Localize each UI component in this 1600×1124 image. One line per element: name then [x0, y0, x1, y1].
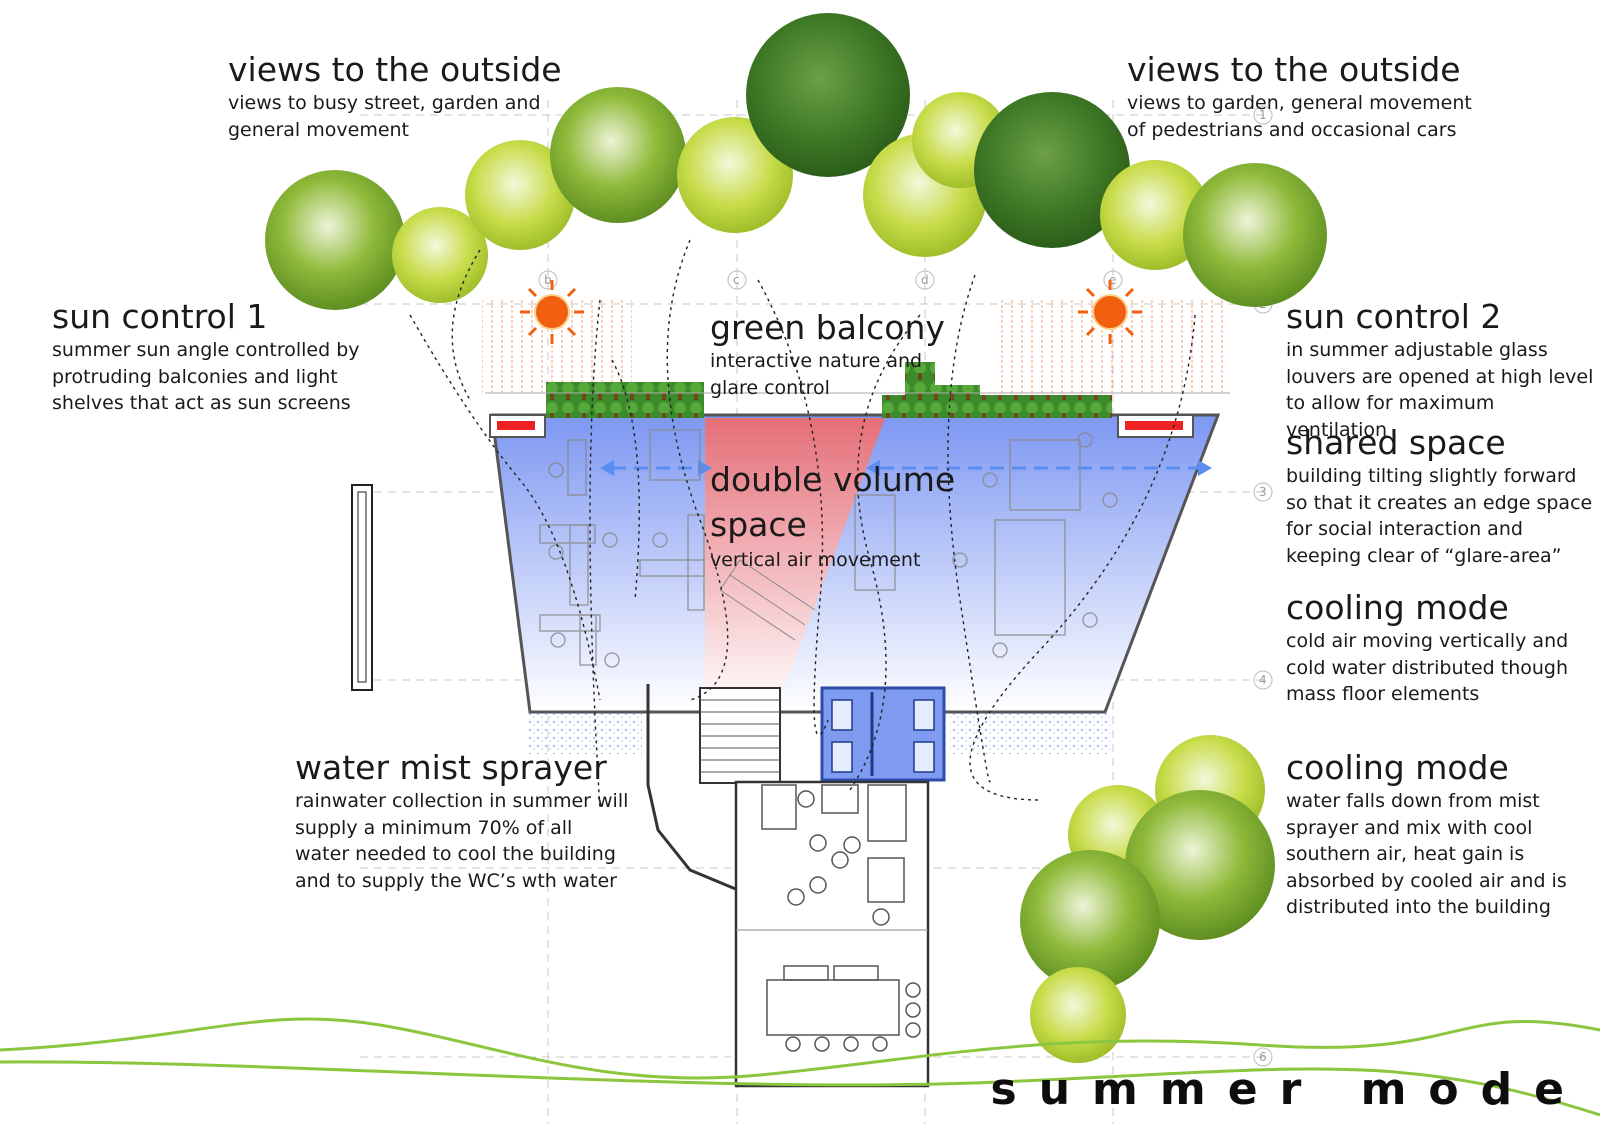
annotation-views-left: views to the outside views to busy stree… [228, 50, 562, 143]
sun-icon-right [1078, 280, 1142, 344]
window-panel-left [351, 484, 373, 691]
annotation-body: interactive nature and glare control [710, 350, 923, 399]
annotation-heading: sun control 1 [52, 297, 268, 336]
green-balcony-left [546, 382, 704, 418]
grid-tag-e: e [1109, 273, 1116, 287]
annotation-body: views to busy street, garden and general… [228, 92, 541, 141]
annotation-sun-control-1: sun control 1 summer sun angle controlle… [52, 297, 360, 417]
tree [1100, 160, 1210, 270]
grid-tag-b: b [544, 273, 552, 287]
annotation-body: water falls down from mist sprayer and m… [1286, 790, 1567, 918]
tree [746, 13, 910, 177]
annotation-cooling-mode-2: cooling mode water falls down from mist … [1286, 748, 1567, 921]
ground-wave-line [0, 1017, 1600, 1080]
annotation-sun-control-2: sun control 2 in summer adjustable glass… [1286, 297, 1600, 443]
tree [974, 92, 1130, 248]
grid-tag-1: 1 [1259, 108, 1267, 122]
tree [465, 140, 575, 250]
double-volume-void [705, 418, 885, 712]
grid-tag-6: 6 [1259, 1050, 1267, 1064]
annotation-cooling-mode-1: cooling mode cold air moving vertically … [1286, 588, 1568, 708]
annotation-body: building tilting slightly forward so tha… [1286, 465, 1593, 567]
mist-spray-right [950, 712, 1110, 754]
grid-tag-4: 4 [1259, 673, 1267, 687]
grid-tag-d: d [921, 273, 929, 287]
tree [265, 170, 405, 310]
air-movement-paths [409, 239, 1196, 811]
tree [1020, 850, 1160, 990]
annotation-water-mist-sprayer: water mist sprayer rainwater collection … [295, 748, 628, 894]
grid-tag-3: 3 [1259, 485, 1267, 499]
mist-spray-left [527, 712, 642, 754]
annotation-heading: sun control 2 [1286, 297, 1502, 336]
grid-tag-c: c [733, 273, 740, 287]
annotation-heading: views to the outside [228, 50, 562, 89]
office-furniture [539, 429, 1118, 668]
annotation-heading: green balcony [710, 308, 945, 347]
tree [1125, 790, 1275, 940]
green-balcony-right [882, 362, 1112, 418]
tree [1183, 163, 1327, 307]
annotation-body: views to garden, general movement of ped… [1127, 92, 1472, 141]
annotation-body: cold air moving vertically and cold wate… [1286, 630, 1569, 705]
ground-floor-outline [734, 780, 930, 1088]
tree-cluster-bottom-right [1020, 735, 1275, 1063]
internal-stair [719, 559, 816, 641]
curved-wall [646, 684, 739, 892]
annotation-heading: cooling mode [1286, 748, 1509, 787]
tree [392, 207, 488, 303]
annotation-heading: views to the outside [1127, 50, 1461, 89]
annotation-double-volume: double volume space vertical air movemen… [710, 457, 955, 574]
tree-canopy-row [265, 13, 1327, 310]
annotation-views-right: views to the outside views to garden, ge… [1127, 50, 1472, 143]
tree [550, 87, 686, 223]
annotation-shared-space: shared space building tilting slightly f… [1286, 423, 1592, 569]
ground-wave-line-2 [0, 1060, 1600, 1117]
annotation-green-balcony: green balcony interactive nature and gla… [710, 308, 945, 401]
annotation-heading: water mist sprayer [295, 748, 607, 787]
annotation-body: rainwater collection in summer will supp… [295, 790, 629, 892]
page-title: summer mode [990, 1064, 1586, 1115]
annotation-body: in summer adjustable glass louvers are o… [1286, 339, 1594, 441]
annotation-heading: cooling mode [1286, 588, 1509, 627]
annotation-body: vertical air movement [710, 549, 921, 571]
annotation-heading: double volume space [710, 460, 956, 544]
annotation-heading: shared space [1286, 423, 1506, 462]
annotation-body: summer sun angle controlled by protrudin… [52, 339, 360, 414]
sun-icon-left [520, 280, 584, 344]
tree [1030, 967, 1126, 1063]
